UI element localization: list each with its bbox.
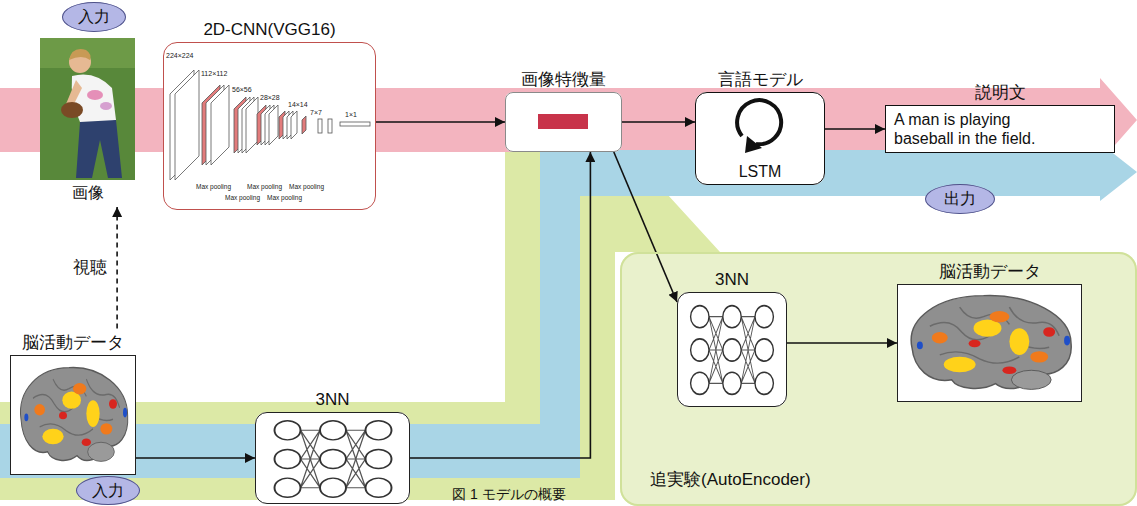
- feature-box: 画像特徴量: [505, 92, 622, 152]
- arrow: [136, 457, 255, 459]
- layer-label: 28×28: [260, 94, 280, 102]
- node-heading: 脳活動データ: [22, 333, 124, 353]
- node-text: LSTM: [739, 162, 782, 181]
- layer-label: 14×14: [288, 101, 308, 109]
- nn-box: 3NN: [677, 292, 787, 407]
- layer-label: 224×224: [166, 52, 193, 60]
- sentence-box: 説明文A man is playing baseball in the fiel…: [885, 105, 1115, 153]
- layer-label: 1×1: [345, 111, 357, 119]
- layer-label: Max pooling: [267, 194, 302, 201]
- layer-label: Max pooling: [247, 183, 282, 190]
- nn-box: 3NN: [255, 412, 410, 504]
- arrow: [614, 152, 677, 302]
- language-model-box: 言語モデルLSTM: [695, 92, 825, 185]
- experiment-panel: 追実験(AutoEncoder) 3NN 脳活動データ: [620, 252, 1137, 506]
- node-text: A man is playing baseball in the field.: [894, 110, 1062, 148]
- layer-label: Max pooling: [225, 194, 260, 201]
- layer-label: 56×56: [232, 86, 252, 94]
- node-heading: 脳活動データ: [939, 262, 1041, 282]
- node-heading: 2D-CNN(VGG16): [203, 20, 335, 40]
- node-heading: 3NN: [315, 390, 349, 410]
- dashed-arrow: [116, 207, 118, 329]
- arrow: [787, 342, 897, 344]
- node-text: 入力: [78, 7, 110, 26]
- output-oval: 出力: [925, 184, 995, 214]
- node-heading: 3NN: [715, 270, 749, 290]
- node-heading: 画像特徴量: [521, 70, 606, 90]
- arrow: [410, 152, 590, 458]
- layer-label: Max pooling: [196, 183, 231, 190]
- node-text: 入力: [92, 481, 124, 500]
- node-heading: 言語モデル: [718, 70, 803, 90]
- image-box: 画像: [40, 38, 135, 205]
- node-text: 画像: [72, 183, 104, 202]
- layer-label: 7×7: [310, 109, 322, 117]
- node-heading: 説明文: [975, 83, 1026, 103]
- brain-data-box: 脳活動データ: [897, 284, 1082, 402]
- node-text: 出力: [944, 189, 976, 208]
- edge-label: 視聴: [73, 258, 107, 278]
- brain-data-box: 脳活動データ: [10, 355, 136, 475]
- input-oval: 入力: [76, 476, 140, 505]
- node-text: 追実験(AutoEncoder): [650, 470, 811, 490]
- layer-label: Max pooling: [289, 183, 324, 190]
- arrow: [376, 121, 505, 123]
- figure-caption: 図 1 モデルの概要: [452, 486, 566, 503]
- input-oval: 入力: [62, 2, 126, 32]
- arrow: [622, 121, 695, 123]
- layer-label: 112×112: [201, 70, 227, 78]
- arrow: [825, 128, 885, 130]
